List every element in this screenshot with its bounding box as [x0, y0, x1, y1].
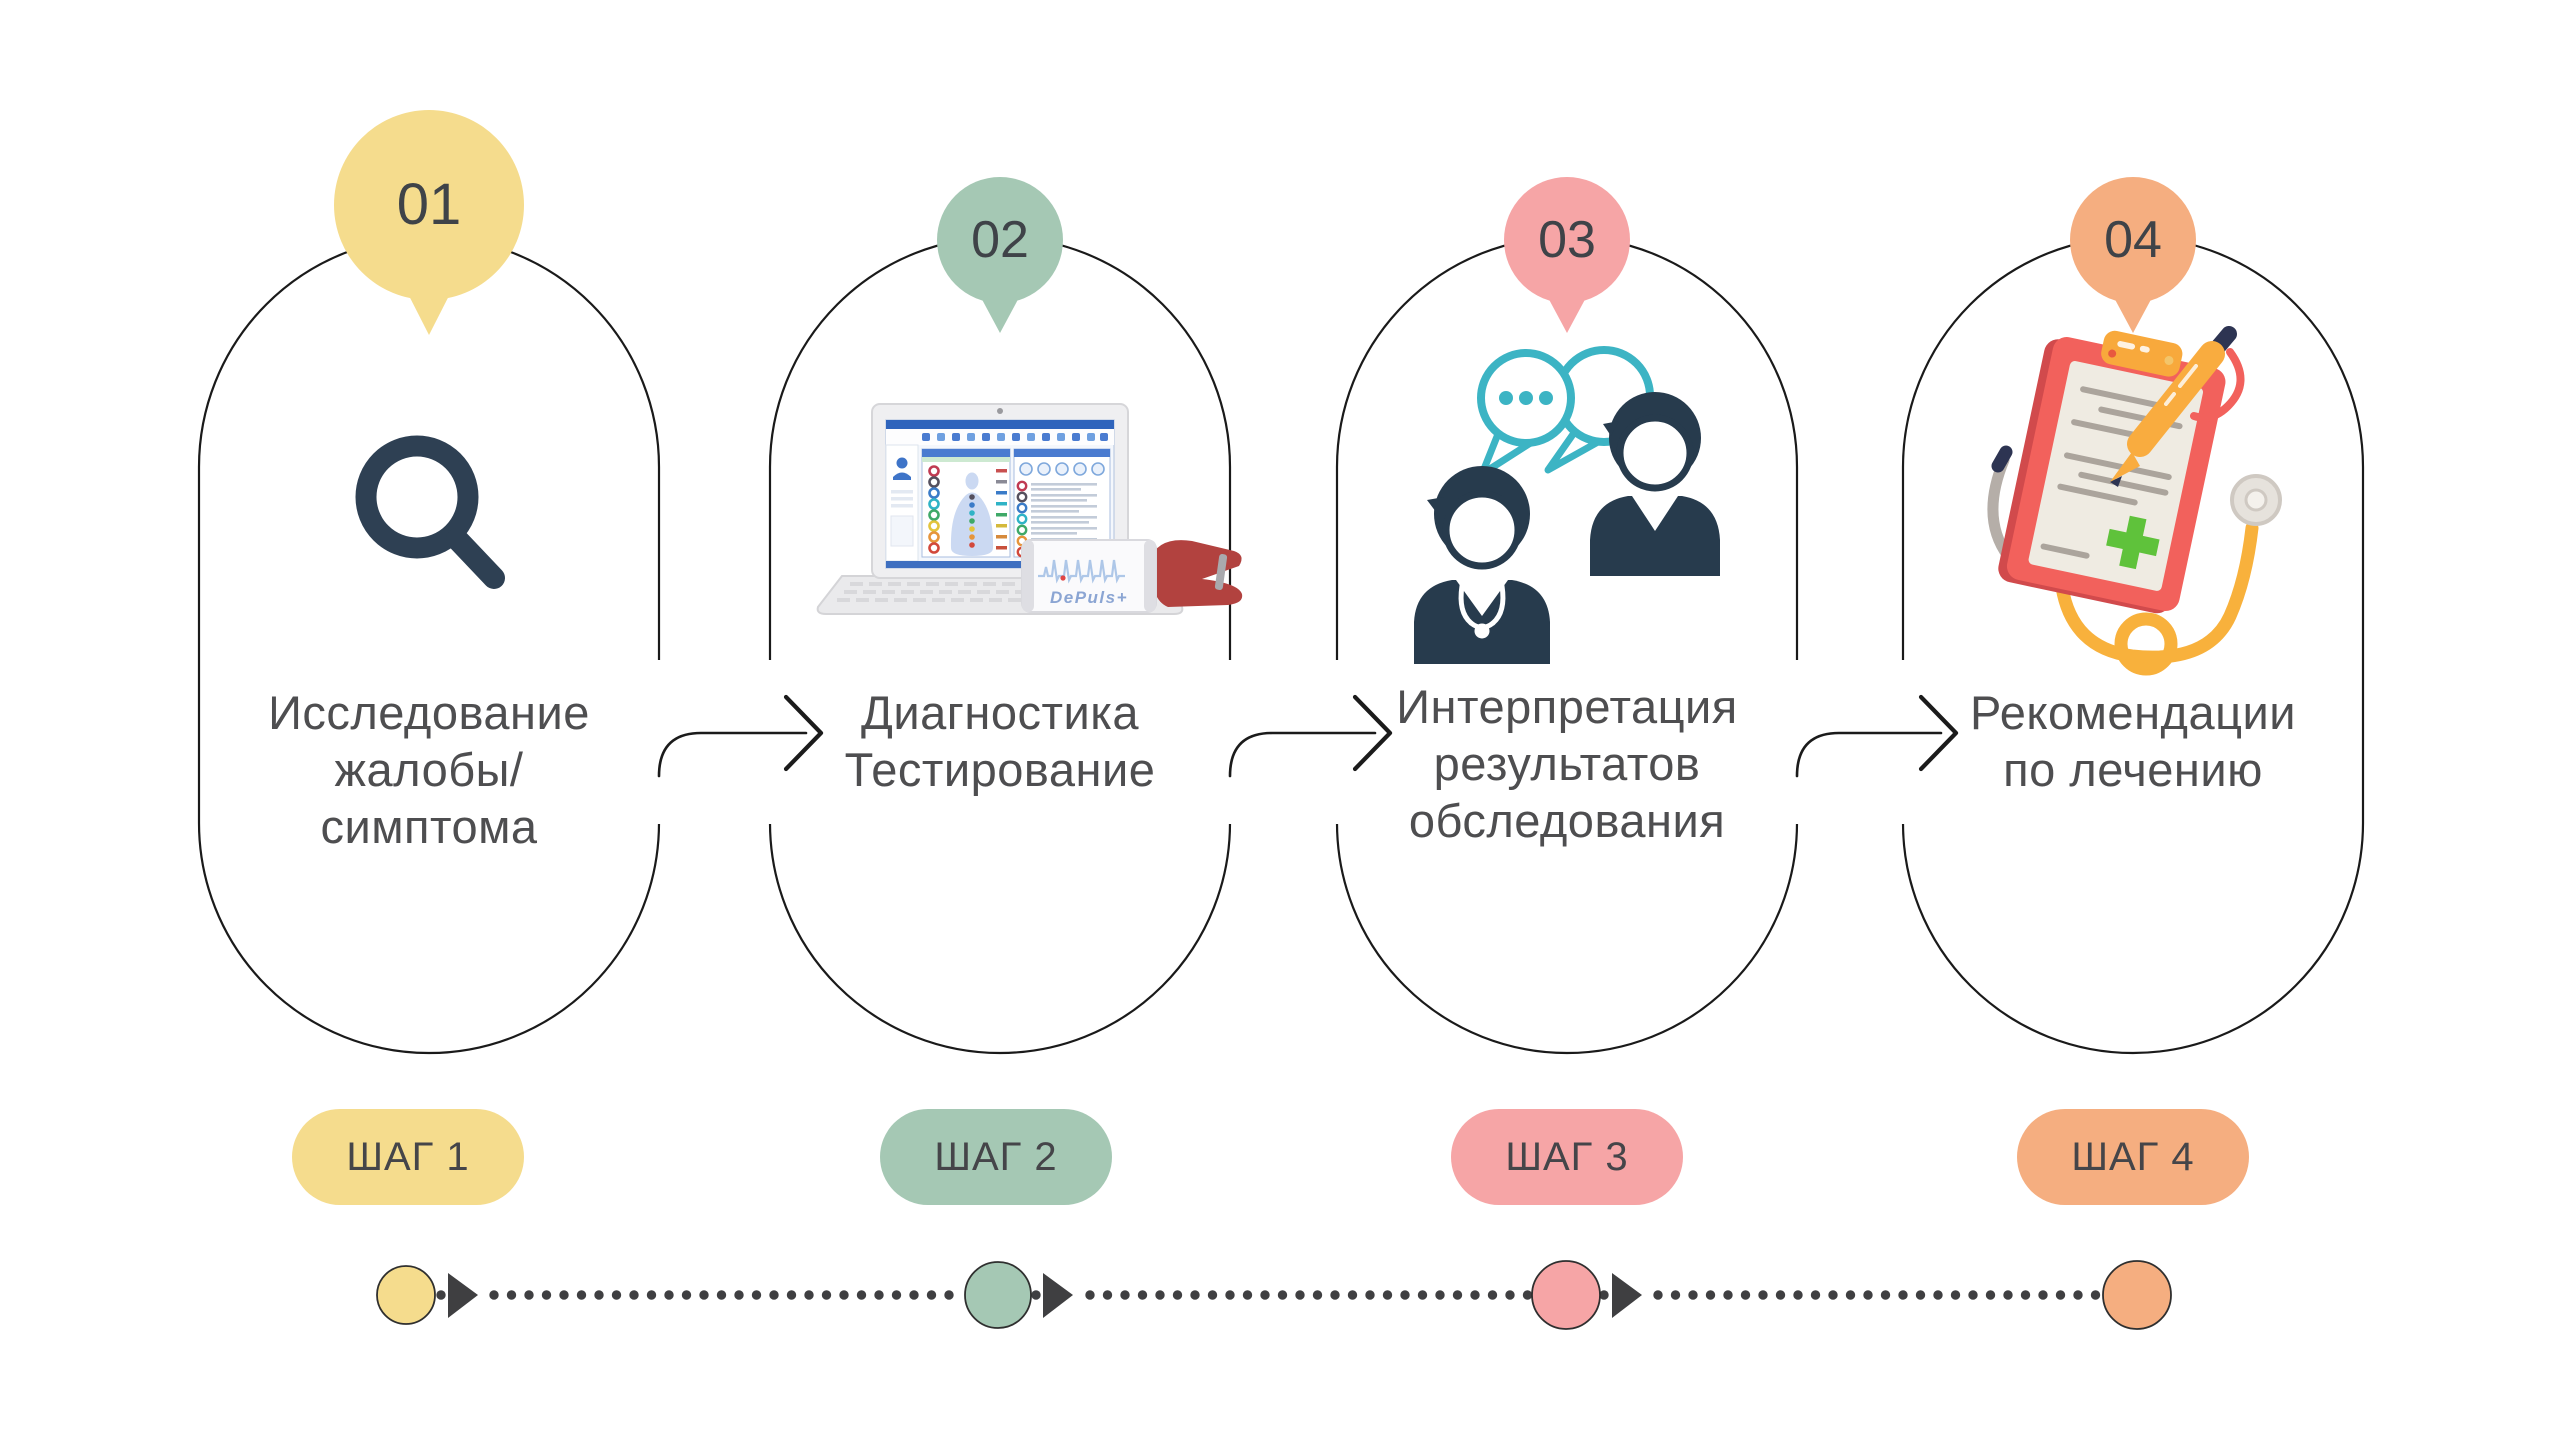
- magnifier-search-icon: [355, 435, 505, 589]
- green-cross: [2106, 515, 2160, 570]
- step1-title-line: симптома: [320, 800, 538, 853]
- step4-badge-label: ШАГ 4: [2071, 1134, 2195, 1179]
- connector-arrowhead-2: [1352, 694, 1393, 772]
- step1-title-line: Исследование: [268, 686, 590, 739]
- timeline-triangle-icon-2: [1043, 1273, 1073, 1318]
- step-number-bubbles: [334, 110, 2196, 335]
- timeline: [376, 1260, 2172, 1330]
- step1-number: 01: [396, 172, 462, 237]
- step4-bubble: [2070, 177, 2196, 303]
- step1-title: Исследование жалобы/ симптома: [199, 684, 659, 855]
- step1-badge: [292, 1109, 524, 1205]
- step3-title: Интерпретация результатов обследования: [1337, 678, 1797, 849]
- step2-badge-label: ШАГ 2: [934, 1134, 1058, 1179]
- step3-bubble: [1504, 177, 1630, 303]
- step4-bubble-tail: [2111, 292, 2155, 333]
- clipboard-stethoscope-icon: [1987, 326, 2282, 676]
- step-badges: [292, 1109, 2249, 1205]
- pulse-clamp-accessory: [1150, 540, 1243, 607]
- connector-arrowhead-3: [1918, 694, 1959, 772]
- doctor-silhouette: [1414, 466, 1550, 664]
- step3-badge: [1451, 1109, 1683, 1205]
- pen: [2110, 326, 2245, 487]
- timeline-triangle-icon-1: [448, 1273, 478, 1318]
- timeline-dot-step3: [1531, 1260, 1601, 1330]
- speech-dots: [1499, 391, 1553, 405]
- laptop-diagnostic-device: [816, 403, 1243, 615]
- timeline-triangle-icon-3: [1612, 1273, 1642, 1318]
- step4-title: Рекомендации по лечению: [1903, 684, 2363, 798]
- patient-silhouette: [1590, 392, 1720, 576]
- step2-bubble: [937, 177, 1063, 303]
- step-capsules: [197, 235, 2365, 1055]
- step3-badge-label: ШАГ 3: [1505, 1134, 1629, 1179]
- step2-capsule-outline: [768, 235, 1232, 1055]
- step2-title: Диагностика Тестирование: [770, 684, 1230, 798]
- step1-capsule-outline: [197, 235, 661, 1055]
- depuls-device-label: DePuls+: [1049, 588, 1129, 607]
- step1-badge-label: ШАГ 1: [346, 1134, 470, 1179]
- step3-capsule-outline: [1335, 235, 1799, 1055]
- step2-title-line: Диагностика: [861, 686, 1139, 739]
- step3-number: 03: [1538, 211, 1596, 269]
- connector-arrow-1: [657, 731, 808, 778]
- ecg-waveform: [1038, 559, 1125, 584]
- step2-number: 02: [971, 211, 1029, 269]
- step3-title-line: Интерпретация: [1396, 680, 1738, 733]
- step3-title-line: результатов: [1433, 737, 1701, 790]
- connector-arrow-3: [1795, 731, 1943, 778]
- step2-badge: [880, 1109, 1112, 1205]
- step4-badge: [2017, 1109, 2249, 1205]
- step1-bubble: [334, 110, 524, 300]
- step3-bubble-tail: [1545, 292, 1589, 333]
- step4-title-line: по лечению: [2003, 743, 2263, 796]
- connector-arrows: [657, 694, 1959, 778]
- step4-title-line: Рекомендации: [1969, 686, 2297, 739]
- timeline-dot-step4: [2102, 1260, 2172, 1330]
- step2-bubble-tail: [978, 292, 1022, 333]
- step4-number: 04: [2104, 211, 2162, 269]
- step3-title-line: обследования: [1408, 794, 1726, 847]
- timeline-dot-step1: [376, 1265, 436, 1325]
- laptop-webcam: [997, 408, 1003, 414]
- capsule-border-gaps: [653, 660, 1909, 824]
- step2-title-line: Тестирование: [844, 743, 1156, 796]
- doctors-discussion-icon: [1414, 346, 1720, 664]
- connector-arrow-2: [1228, 731, 1377, 778]
- step1-title-line: жалобы/: [334, 743, 524, 796]
- connector-arrowhead-1: [783, 694, 824, 772]
- timeline-dot-step2: [964, 1261, 1032, 1329]
